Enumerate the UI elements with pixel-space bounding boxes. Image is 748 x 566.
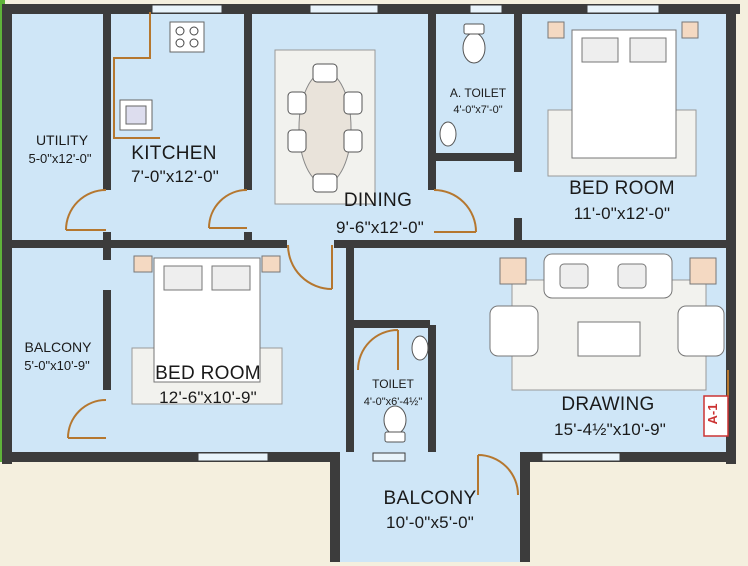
utility-dims: 5-0"x12'-0": [28, 151, 92, 166]
toilet-dims: 4'-0"x6'-4½": [363, 396, 423, 408]
drawing-furniture: [489, 253, 725, 391]
balcony-left-label: BALCONY: [24, 339, 92, 355]
bedroom1-bed: [547, 21, 699, 177]
atoilet-dims: 4'-0"x7'-0": [453, 104, 503, 116]
attached-toilet-fixtures: [439, 23, 486, 147]
utility-label: UTILITY: [35, 132, 89, 148]
toilet-label: TOILET: [372, 377, 414, 391]
dining-label: DINING: [343, 190, 413, 211]
atoilet-label: A. TOILET: [449, 86, 507, 100]
windows: [151, 4, 660, 462]
bedroom1-label: BED ROOM: [569, 178, 675, 199]
balcony-bottom-dims: 10'-0"x5'-0": [385, 513, 475, 532]
kitchen-dims: 7'-0"x12'-0": [130, 167, 220, 186]
doors: [65, 189, 729, 496]
bedroom2-dims: 12'-6"x10'-9": [159, 388, 257, 407]
section-marker-a1: [703, 395, 729, 437]
interior-walls: [10, 12, 726, 452]
section-marker-label: A-1: [705, 403, 720, 425]
bedroom2-bed: [131, 255, 283, 405]
dining-dims: 9'-6"x12'-0": [335, 218, 425, 237]
balcony-left-dims: 5'-0"x10'-9": [24, 358, 90, 373]
balcony-bottom-label: BALCONY: [383, 488, 477, 509]
kitchen-counter: [113, 12, 205, 139]
bedroom1-dims: 11'-0"x12'-0": [573, 204, 671, 223]
toilet-fixtures: [383, 335, 429, 443]
drawing-label: DRAWING: [561, 394, 655, 415]
kitchen-label: KITCHEN: [131, 143, 217, 164]
dining-table: [274, 49, 376, 205]
drawing-dims: 15'-4½"x10'-9": [553, 420, 667, 439]
bedroom2-label: BED ROOM: [155, 363, 261, 384]
